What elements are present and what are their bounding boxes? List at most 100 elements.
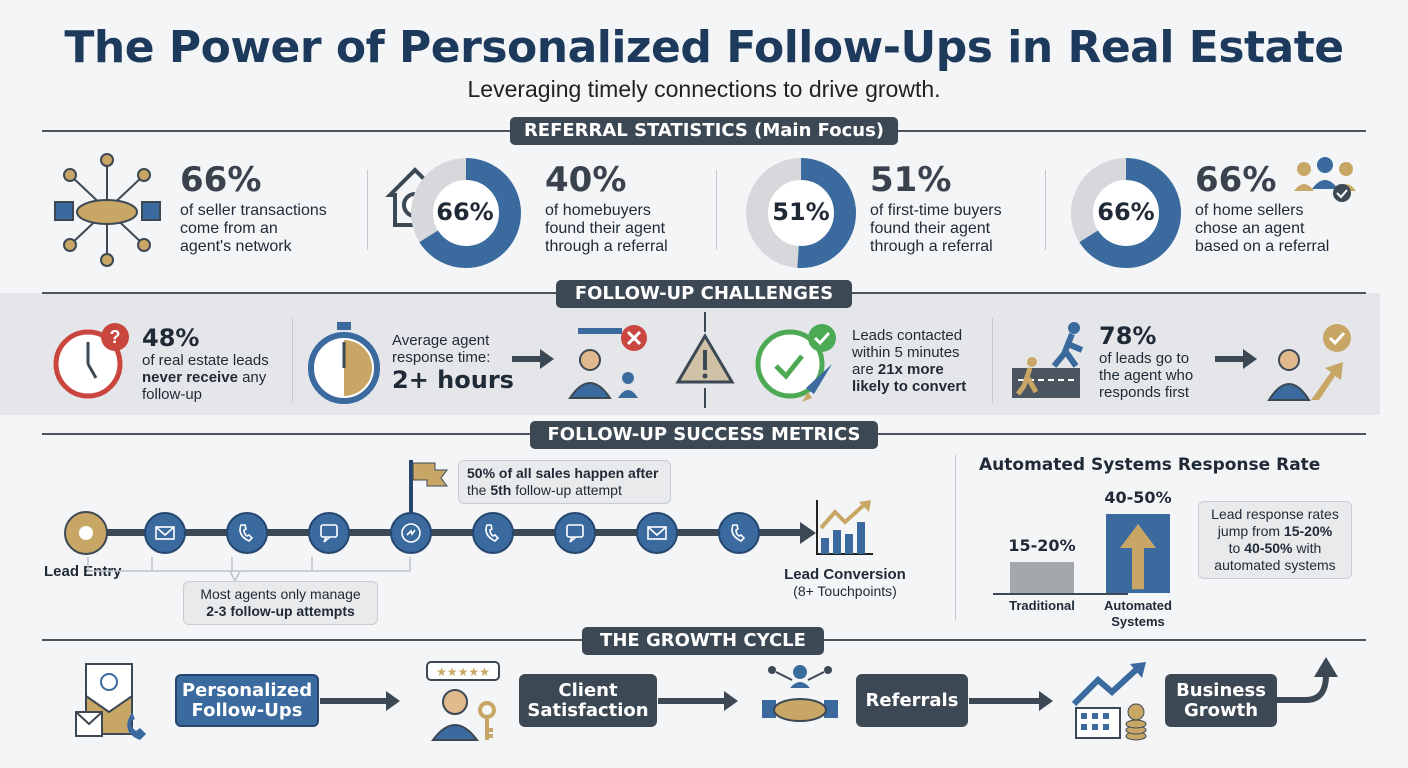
chart-baseline bbox=[993, 593, 1128, 595]
clock-rocket-icon bbox=[755, 324, 836, 402]
agents-note-callout: Most agents only manage 2-3 follow-up at… bbox=[183, 581, 378, 625]
stat-value: 2+ hours bbox=[392, 366, 514, 394]
phone-icon bbox=[239, 524, 254, 542]
clock-question-icon: ? bbox=[53, 323, 129, 399]
divider bbox=[955, 455, 956, 620]
people-group-icon bbox=[1294, 157, 1356, 202]
stat-value: 48% bbox=[142, 324, 200, 352]
bar-category-label: Automated Systems bbox=[1104, 598, 1172, 629]
note-text-bold: 15-20% bbox=[1283, 523, 1333, 539]
divider bbox=[1045, 170, 1046, 250]
lead-entry-node bbox=[64, 511, 108, 555]
bar-value-label: 40-50% bbox=[1104, 487, 1172, 507]
handshake-referral-icon bbox=[762, 665, 838, 722]
lead-conversion-label: Lead Conversion bbox=[784, 566, 906, 583]
stat-text: found their agent bbox=[545, 220, 666, 237]
lead-entry-label: Lead Entry bbox=[44, 563, 122, 580]
stat-text: through a referral bbox=[870, 238, 993, 255]
bar-value-label: 15-20% bbox=[1008, 536, 1076, 556]
flag-note-callout: 50% of all sales happen after the 5th fo… bbox=[458, 460, 671, 504]
arrow-icon bbox=[969, 691, 1053, 711]
stat-value: 40% bbox=[545, 160, 627, 200]
touchpoint-phone bbox=[718, 512, 760, 554]
stat-text: come from an bbox=[180, 220, 278, 237]
note-text: Lead response rates bbox=[1211, 506, 1339, 522]
up-arrow-icon bbox=[1120, 523, 1156, 589]
stat-text: Average agent bbox=[392, 332, 490, 349]
messenger-icon bbox=[401, 523, 421, 543]
stat-text-bold: never receive bbox=[142, 369, 238, 386]
svg-text:★★★★★: ★★★★★ bbox=[436, 665, 490, 679]
growth-step-client-satisfaction: Client Satisfaction bbox=[519, 674, 657, 727]
growth-step-business-growth: Business Growth bbox=[1165, 674, 1277, 727]
note-text-bold: 5th bbox=[490, 482, 512, 498]
touchpoint-messenger bbox=[390, 512, 432, 554]
stat-text: of homebuyers bbox=[545, 202, 651, 219]
mail-icon bbox=[155, 526, 175, 540]
phone-icon bbox=[731, 524, 746, 542]
note-text: Most agents only manage bbox=[200, 586, 361, 602]
touchpoint-phone bbox=[226, 512, 268, 554]
divider bbox=[292, 318, 293, 403]
stat-text: of home sellers bbox=[1195, 202, 1304, 219]
divider bbox=[367, 170, 368, 250]
stat-text: of first-time buyers bbox=[870, 202, 1002, 219]
warning-icon bbox=[675, 312, 735, 408]
divider bbox=[716, 170, 717, 250]
agent-missed-lead-icon bbox=[568, 325, 647, 399]
lead-conversion-sub: (8+ Touchpoints) bbox=[793, 583, 897, 599]
stat-text: are bbox=[852, 361, 878, 378]
touchpoint-phone bbox=[472, 512, 514, 554]
stat-text: the agent who bbox=[1099, 367, 1194, 384]
touchpoint-mail bbox=[144, 512, 186, 554]
touchpoint-chat bbox=[308, 512, 350, 554]
section-follow-up-success-metrics: FOLLOW-UP SUCCESS METRICS bbox=[530, 421, 878, 449]
timeline-track bbox=[80, 529, 800, 536]
bar-category-label: Traditional bbox=[1009, 598, 1075, 613]
note-text: 50% of all sales happen after bbox=[467, 465, 659, 481]
page-title: The Power of Personalized Follow-Ups in … bbox=[64, 22, 1344, 73]
curved-arrow-icon bbox=[1276, 657, 1338, 703]
section-follow-up-challenges: FOLLOW-UP CHALLENGES bbox=[556, 280, 852, 308]
svg-text:?: ? bbox=[110, 327, 121, 347]
section-growth-cycle: THE GROWTH CYCLE bbox=[582, 627, 824, 655]
chat-icon bbox=[320, 524, 338, 543]
bar-traditional bbox=[1010, 562, 1074, 593]
mail-phone-icon bbox=[75, 663, 146, 740]
business-growth-icon bbox=[1071, 662, 1147, 741]
stopwatch-icon bbox=[308, 322, 380, 404]
donut-fill bbox=[411, 158, 521, 268]
donut-chart-homebuyers bbox=[411, 158, 521, 268]
bar-automated bbox=[1106, 513, 1170, 593]
page-subtitle: Leveraging timely connections to drive g… bbox=[467, 76, 941, 102]
satisfied-client-key-icon: ★★★★★ bbox=[426, 661, 500, 741]
note-text: automated systems bbox=[1214, 557, 1336, 573]
chart-note-callout: Lead response rates jump from 15-20% to … bbox=[1198, 501, 1352, 579]
donut-chart-first-time-buyers bbox=[746, 158, 856, 268]
stat-text: any bbox=[237, 369, 267, 386]
stat-text: based on a referral bbox=[1195, 238, 1330, 255]
donut-fill bbox=[1071, 158, 1181, 268]
stat-text: found their agent bbox=[870, 220, 991, 237]
arrow-icon bbox=[658, 691, 738, 711]
note-text-bold: 2-3 follow-up attempts bbox=[206, 603, 355, 619]
arrow-icon bbox=[1215, 349, 1257, 369]
stat-text: of leads go to bbox=[1099, 350, 1190, 367]
touchpoint-chat bbox=[554, 512, 596, 554]
stat-text: response time: bbox=[392, 349, 491, 366]
note-text: jump from bbox=[1217, 523, 1284, 539]
divider bbox=[992, 318, 993, 403]
stat-text: of seller transactions bbox=[180, 202, 327, 219]
growth-chart-icon bbox=[816, 500, 873, 555]
phone-icon bbox=[485, 524, 500, 542]
donut-label: 66% bbox=[436, 198, 494, 226]
agent-success-icon bbox=[1267, 324, 1351, 401]
note-text-bold: 40-50% bbox=[1244, 540, 1293, 556]
stat-value: 51% bbox=[870, 160, 952, 200]
arrow-icon bbox=[320, 691, 400, 711]
note-text: to bbox=[1228, 540, 1245, 556]
chat-icon bbox=[566, 524, 584, 543]
stat-text: Leads contacted bbox=[852, 327, 963, 344]
bracket bbox=[87, 557, 411, 583]
touchpoint-mail bbox=[636, 512, 678, 554]
